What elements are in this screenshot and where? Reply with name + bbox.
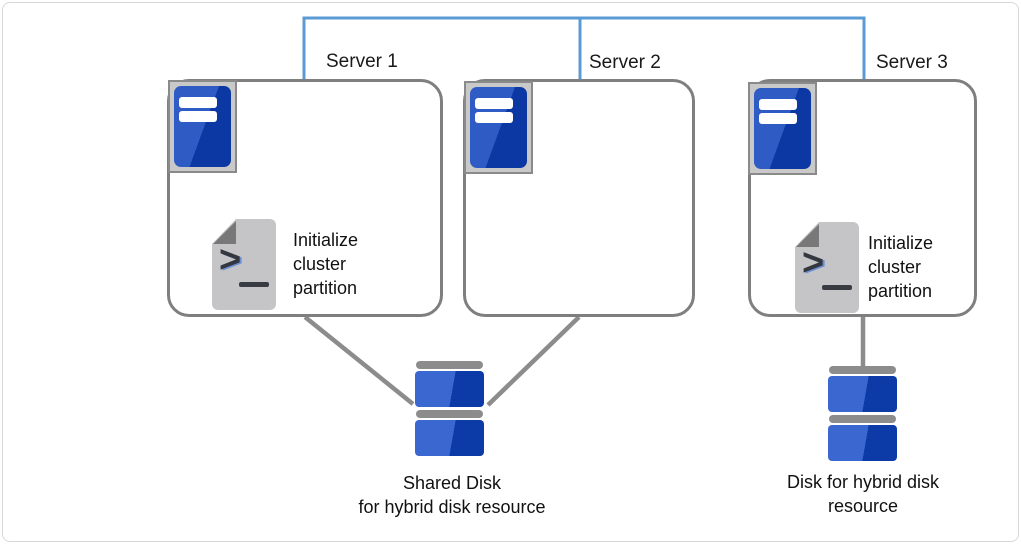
server-icon <box>168 80 237 173</box>
script-file-icon: > <box>795 222 859 313</box>
label-line: for hybrid disk resource <box>358 497 546 517</box>
label-line: resource <box>827 496 899 516</box>
server1-note-text: Initialize cluster partition <box>293 228 358 300</box>
note-line: cluster <box>293 254 347 274</box>
server-drive-bay <box>475 112 513 123</box>
disk-platter <box>828 425 897 461</box>
server-label-2: Server 2 <box>589 52 661 73</box>
shared-disk-label: Shared Disk for hybrid disk resource <box>302 471 602 519</box>
disk-cap <box>416 361 483 369</box>
shell-prompt-icon: > <box>219 239 242 281</box>
shell-underscore <box>239 282 269 287</box>
server-drive-bay <box>179 111 217 122</box>
disk-platter <box>415 420 484 456</box>
note-line: partition <box>868 281 933 301</box>
server-label-3: Server 3 <box>876 52 948 73</box>
server1-to-shared-disk-line <box>303 315 415 406</box>
server-box-2 <box>463 79 695 317</box>
hybrid-disk-label: Disk for hybrid disk resource <box>713 470 1013 518</box>
server3-note-text: Initialize cluster partition <box>868 231 933 303</box>
disk-platter <box>828 376 897 412</box>
disk-cap <box>829 415 896 423</box>
disk-cap <box>829 366 896 374</box>
note-line: cluster <box>868 257 922 277</box>
note-line: Initialize <box>293 230 359 250</box>
note-line: Initialize <box>868 233 934 253</box>
cluster-interconnect-line <box>302 16 866 79</box>
server-drive-bay <box>759 113 797 124</box>
shell-prompt-icon: > <box>802 242 825 284</box>
disk-cap <box>416 410 483 418</box>
label-line: Shared Disk <box>402 473 502 493</box>
shell-underscore <box>822 285 852 290</box>
disk-platter <box>415 371 484 407</box>
label-line: Disk for hybrid disk <box>786 472 940 492</box>
server-label-1: Server 1 <box>326 51 398 72</box>
document-sheet <box>795 222 859 313</box>
disk-stack-icon <box>415 361 484 459</box>
server-drive-bay <box>759 99 797 110</box>
server-icon <box>748 82 817 175</box>
server-icon <box>464 81 533 174</box>
server-drive-bay <box>179 97 217 108</box>
disk-stack-icon <box>828 366 897 464</box>
note-line: partition <box>293 278 358 298</box>
document-sheet <box>212 219 276 310</box>
server-drive-bay <box>475 98 513 109</box>
server2-to-shared-disk-line <box>486 315 581 407</box>
script-file-icon: > <box>212 219 276 310</box>
